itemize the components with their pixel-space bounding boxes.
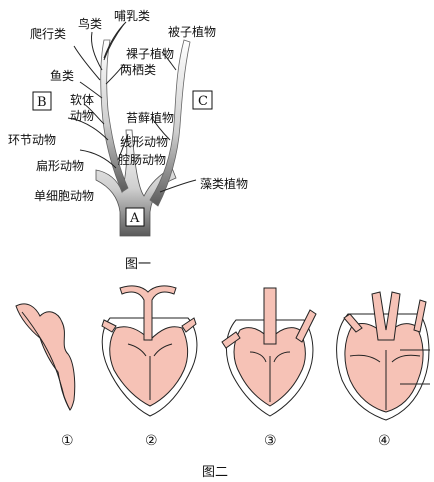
twig-nematode <box>117 133 129 161</box>
evolution-tree: 爬行类 鸟类 哺乳类 被子植物 裸子植物 两栖类 鱼类 软体 动物 苔藓植物 环… <box>8 9 248 272</box>
twig-algae <box>159 179 197 193</box>
heart-3-valve-right <box>273 351 291 363</box>
heart-3-number: ③ <box>264 433 277 449</box>
tree-trunk <box>95 129 177 237</box>
box-b-label: B <box>37 95 47 110</box>
label-annelids: 环节动物 <box>8 133 56 147</box>
twig-mammal-edge <box>103 21 127 59</box>
label-flatworms: 扁形动物 <box>36 159 84 173</box>
twig-fish <box>79 81 103 99</box>
heart-3-vessel-left <box>221 331 241 349</box>
heart-3-valve-left <box>249 351 267 363</box>
heart-2-valve-left <box>127 343 147 357</box>
heart-2-number: ② <box>145 433 158 449</box>
heart-2-aorta <box>119 285 177 341</box>
label-mosses: 苔藓植物 <box>126 110 174 125</box>
label-mollusc-line2: 动物 <box>70 109 94 123</box>
plant-branch <box>149 39 191 207</box>
heart-4-aorta <box>371 291 401 341</box>
heart-4-number: ④ <box>378 433 391 449</box>
box-a-label: A <box>129 211 140 226</box>
heart-2-vessel-left <box>101 319 117 333</box>
box-c-label: C <box>198 94 208 109</box>
heart-2 <box>101 285 198 417</box>
heart-1-tube <box>15 303 76 411</box>
label-algae: 藻类植物 <box>200 176 248 191</box>
label-mollusc-line1: 软体 <box>70 93 94 107</box>
heart-4-vessel-right <box>413 299 427 333</box>
twig-annelid <box>67 117 109 141</box>
twig-flatworm <box>79 149 117 169</box>
figure2-caption: 图二 <box>202 465 228 480</box>
hearts-figure: ① ② ③ ④ 图二 <box>15 285 430 480</box>
label-gymnosperms: 裸子植物 <box>126 46 174 61</box>
heart-4-valve-left <box>349 354 381 363</box>
label-amphibians: 两栖类 <box>120 62 156 77</box>
heart-3 <box>221 287 317 417</box>
heart-1-midline <box>21 311 71 411</box>
label-birds: 鸟类 <box>78 16 102 31</box>
twig-bird <box>91 31 103 71</box>
twig-gymnosperm <box>161 51 177 71</box>
heart-4-vessel-left <box>343 313 363 333</box>
twig-mollusc <box>83 103 105 125</box>
twig-amphibian <box>105 63 125 85</box>
label-fish: 鱼类 <box>50 69 74 83</box>
box-c <box>192 90 213 110</box>
label-angiosperms: 被子植物 <box>168 24 216 39</box>
heart-4 <box>336 291 430 421</box>
label-nematodes: 线形动物 <box>120 135 168 149</box>
heart-2-valve-right <box>153 343 173 357</box>
heart-3-aorta <box>263 287 277 345</box>
heart-2-vessel-right <box>181 317 197 333</box>
figure1-caption: 图一 <box>125 257 151 272</box>
label-cnidarians: 腔肠动物 <box>118 152 166 167</box>
heart-1-tubular <box>15 303 76 411</box>
heart-4-valve-right <box>391 354 421 363</box>
animal-branch <box>100 39 129 193</box>
twig-reptile <box>73 45 101 81</box>
label-protozoa: 单细胞动物 <box>34 189 94 203</box>
label-reptiles: 爬行类 <box>30 27 66 41</box>
twig-moss <box>151 117 171 141</box>
box-b <box>32 91 52 111</box>
box-a <box>125 207 145 227</box>
heart-3-vessel-right <box>295 309 317 343</box>
label-mammals: 哺乳类 <box>114 9 150 23</box>
heart-1-number: ① <box>61 433 74 449</box>
